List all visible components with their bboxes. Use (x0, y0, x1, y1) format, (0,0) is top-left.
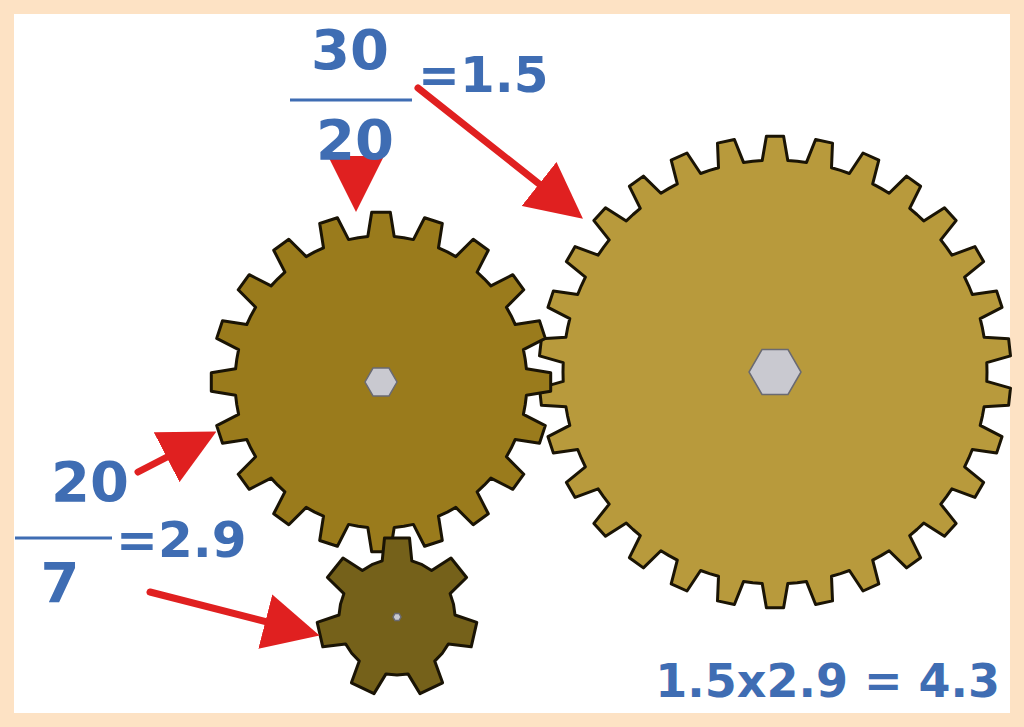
gear (211, 212, 550, 551)
pointer-arrow (418, 88, 572, 210)
ratio-label: 20 (51, 454, 129, 510)
gear (540, 136, 1011, 608)
ratio-label: 7 (41, 555, 80, 611)
gear-hub (365, 368, 397, 396)
gear-hub (749, 350, 801, 395)
gear-hub (393, 614, 401, 621)
ratio-label: 30 (311, 22, 389, 78)
ratio-label: =1.5 (418, 50, 548, 100)
ratio-label: 20 (316, 112, 394, 168)
fraction-line (290, 99, 412, 102)
pointer-arrow (150, 592, 306, 632)
ratio-label: 1.5x2.9 = 4.3 (655, 658, 1000, 704)
fraction-line (15, 537, 112, 540)
gear (317, 538, 477, 694)
ratio-label: =2.9 (116, 515, 246, 565)
pointer-arrow (353, 168, 360, 198)
pointer-arrow (138, 438, 204, 472)
